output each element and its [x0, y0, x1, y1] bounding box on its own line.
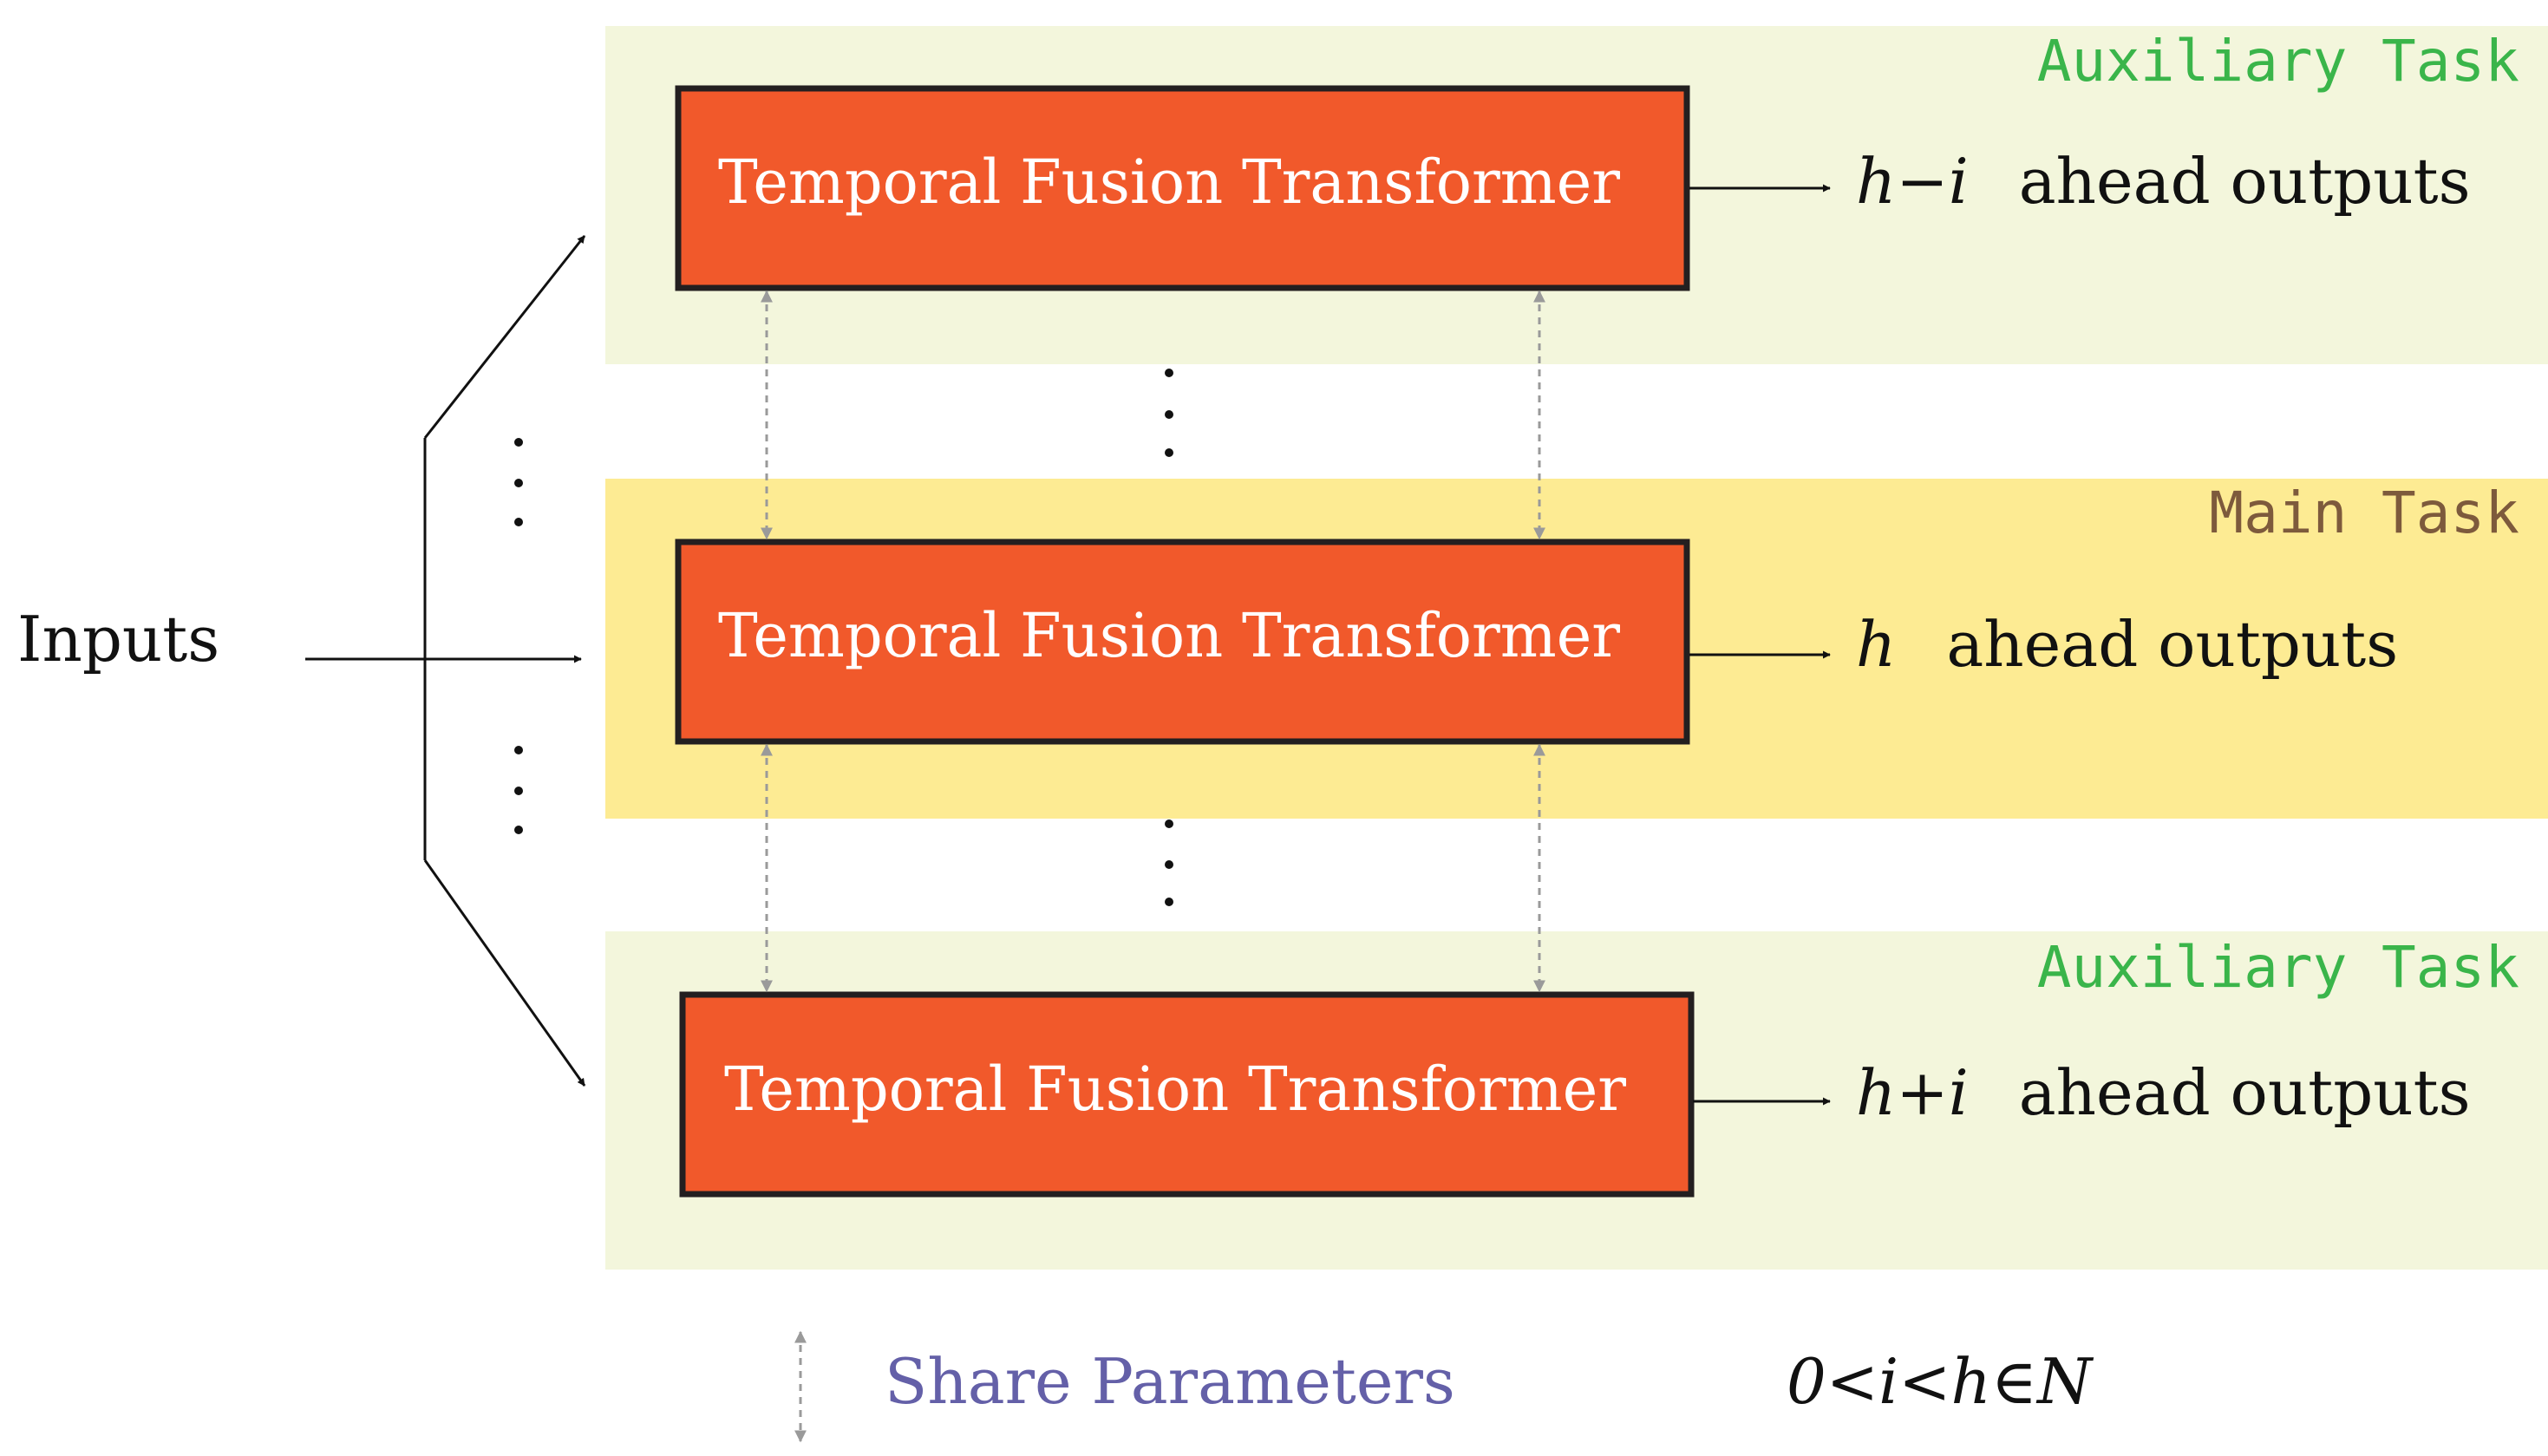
- ellipsis-lower-center: [1165, 819, 1173, 906]
- fan-arrow-bottom: [423, 859, 586, 1087]
- horizon-expr-top: h−i: [1856, 145, 1969, 218]
- ahead-outputs-main: ahead outputs: [1946, 608, 2398, 681]
- tft-box-main: [675, 539, 1690, 745]
- legend-constraint: 0<i<h∈N: [1787, 1345, 2094, 1418]
- tft-box-bottom: [679, 991, 1695, 1198]
- tft-label-main: Temporal Fusion Transformer: [718, 600, 1621, 671]
- tft-label-top: Temporal Fusion Transformer: [718, 147, 1621, 218]
- task-label-main: Main Task: [2209, 480, 2519, 546]
- output-label-bottom: h+i ahead outputs: [1856, 1056, 2471, 1129]
- inputs-label: Inputs: [17, 603, 219, 676]
- legend-share-label: Share Parameters: [885, 1345, 1455, 1418]
- task-label-auxiliary-bottom: Auxiliary Task: [2037, 934, 2519, 1001]
- tft-label-bottom: Temporal Fusion Transformer: [724, 1054, 1627, 1125]
- tft-box-top: [675, 85, 1690, 291]
- output-label-top: h−i ahead outputs: [1856, 145, 2471, 218]
- ahead-outputs-top: ahead outputs: [2019, 145, 2471, 218]
- ahead-outputs-bottom: ahead outputs: [2019, 1056, 2471, 1129]
- ellipsis-upper-left: [514, 438, 523, 526]
- ellipsis-lower-left: [514, 746, 523, 834]
- ellipsis-upper-center: [1165, 369, 1173, 457]
- horizon-expr-bottom: h+i: [1856, 1056, 1969, 1129]
- share-parameter-links: [761, 290, 1545, 993]
- horizon-expr-main: h: [1856, 608, 1896, 681]
- output-label-main: h ahead outputs: [1856, 608, 2398, 681]
- task-label-auxiliary-top: Auxiliary Task: [2037, 28, 2519, 95]
- fan-arrow-top: [423, 235, 586, 439]
